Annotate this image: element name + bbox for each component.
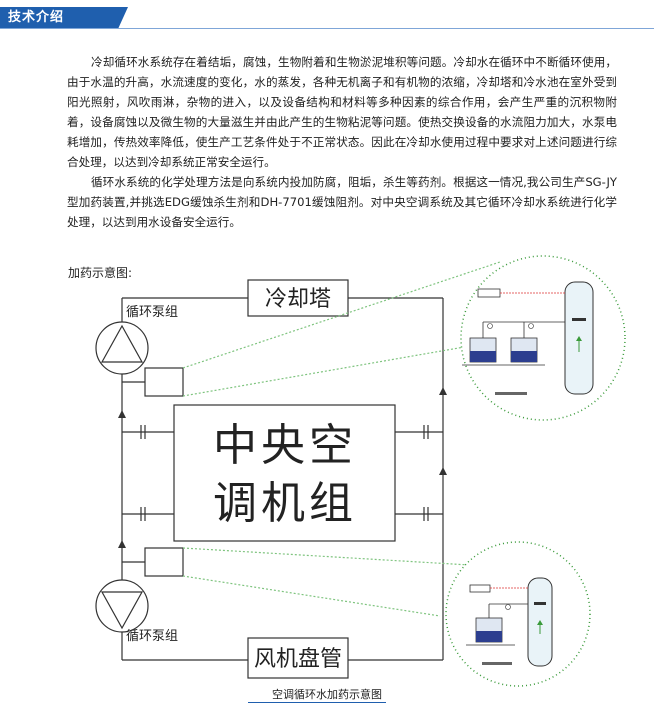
figure-caption: 空调循环水加药示意图 (0, 686, 654, 702)
cooling-tower-box (247, 279, 349, 317)
intro-text: 冷却循环水系统存在着结垢，腐蚀，生物附着和生物淤泥堆积等问题。冷却水在循环中不断… (67, 52, 617, 232)
callout-detail-top (460, 255, 626, 421)
fan-coil-label: 风机盘管 (254, 646, 342, 671)
dosing-box-bottom (144, 547, 184, 577)
pump-group-bottom-label: 循环泵组 (126, 628, 178, 643)
section-title: 技术介绍 (8, 10, 65, 25)
fan-coil-box (247, 637, 349, 679)
section-header-bar: 技术介绍 (0, 7, 128, 29)
caption-underline (248, 702, 386, 703)
diagram-label: 加药示意图: (68, 266, 133, 280)
figure-caption-text: 空调循环水加药示意图 (272, 688, 382, 701)
central-unit-box (173, 404, 396, 542)
intro-paragraph-1: 冷却循环水系统存在着结垢，腐蚀，生物附着和生物淤泥堆积等问题。冷却水在循环中不断… (67, 55, 617, 169)
header-divider (0, 28, 654, 29)
pump-group-top-label: 循环泵组 (126, 304, 178, 319)
intro-paragraph-2: 循环水系统的化学处理方法是向系统内投加防腐，阻垢，杀生等药剂。根据这一情况,我公… (67, 175, 617, 229)
central-unit-label-1: 中央空 (213, 421, 357, 470)
cooling-tower-label: 冷却塔 (265, 286, 331, 311)
dosing-box-top (144, 367, 184, 397)
central-unit-label-2: 调机组 (213, 479, 357, 528)
callout-detail-bottom (445, 541, 591, 687)
